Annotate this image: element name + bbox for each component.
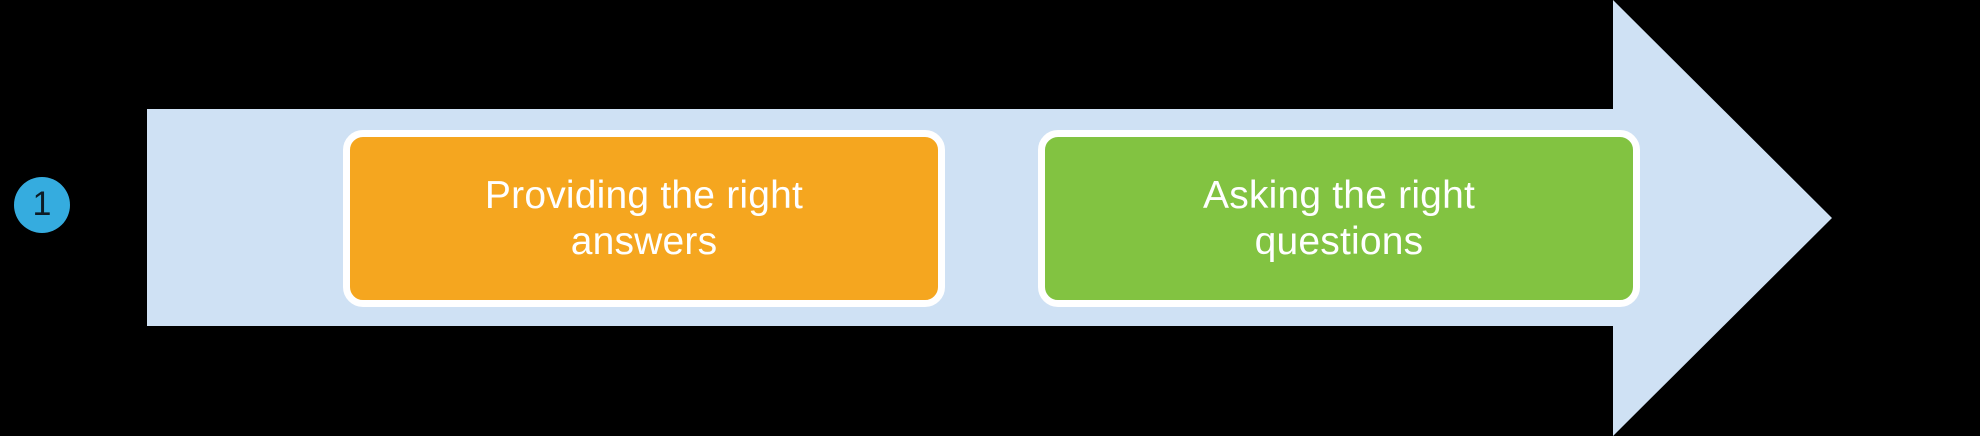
stage-box-providing-answers[interactable]: Providing the right answers [343, 130, 945, 307]
step-number-badge: 1 [14, 177, 70, 233]
stage-label: Providing the right answers [484, 174, 804, 263]
step-number-label: 1 [32, 185, 52, 223]
stage-label: Asking the right questions [1202, 174, 1475, 263]
arrow-polygon [147, 0, 1832, 436]
stage-box-asking-questions[interactable]: Asking the right questions [1038, 130, 1640, 307]
